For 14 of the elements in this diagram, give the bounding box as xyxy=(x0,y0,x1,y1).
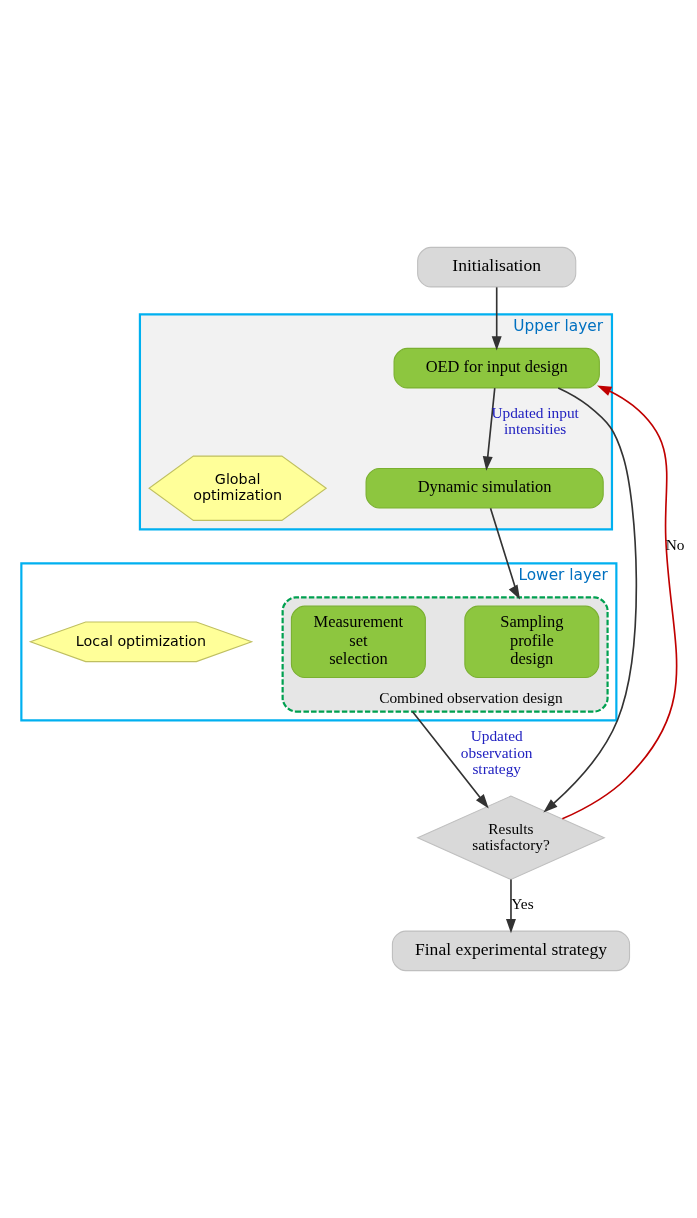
arrow xyxy=(543,387,638,813)
arrow xyxy=(505,878,516,934)
arrow xyxy=(411,710,489,809)
arrow xyxy=(491,286,502,351)
node-box: Initialisation xyxy=(417,246,577,288)
arrow xyxy=(482,387,496,471)
node-box: Measurement set selection xyxy=(290,605,426,679)
node-box: OED for input design xyxy=(393,347,600,389)
arrow xyxy=(561,385,678,820)
node-box: Dynamic simulation xyxy=(365,467,604,509)
edge-label: Updated observation strategy xyxy=(460,727,533,778)
arrow xyxy=(489,507,520,600)
node-box: Sampling profile design xyxy=(464,605,600,679)
node-box: Final experimental strategy xyxy=(391,930,631,972)
